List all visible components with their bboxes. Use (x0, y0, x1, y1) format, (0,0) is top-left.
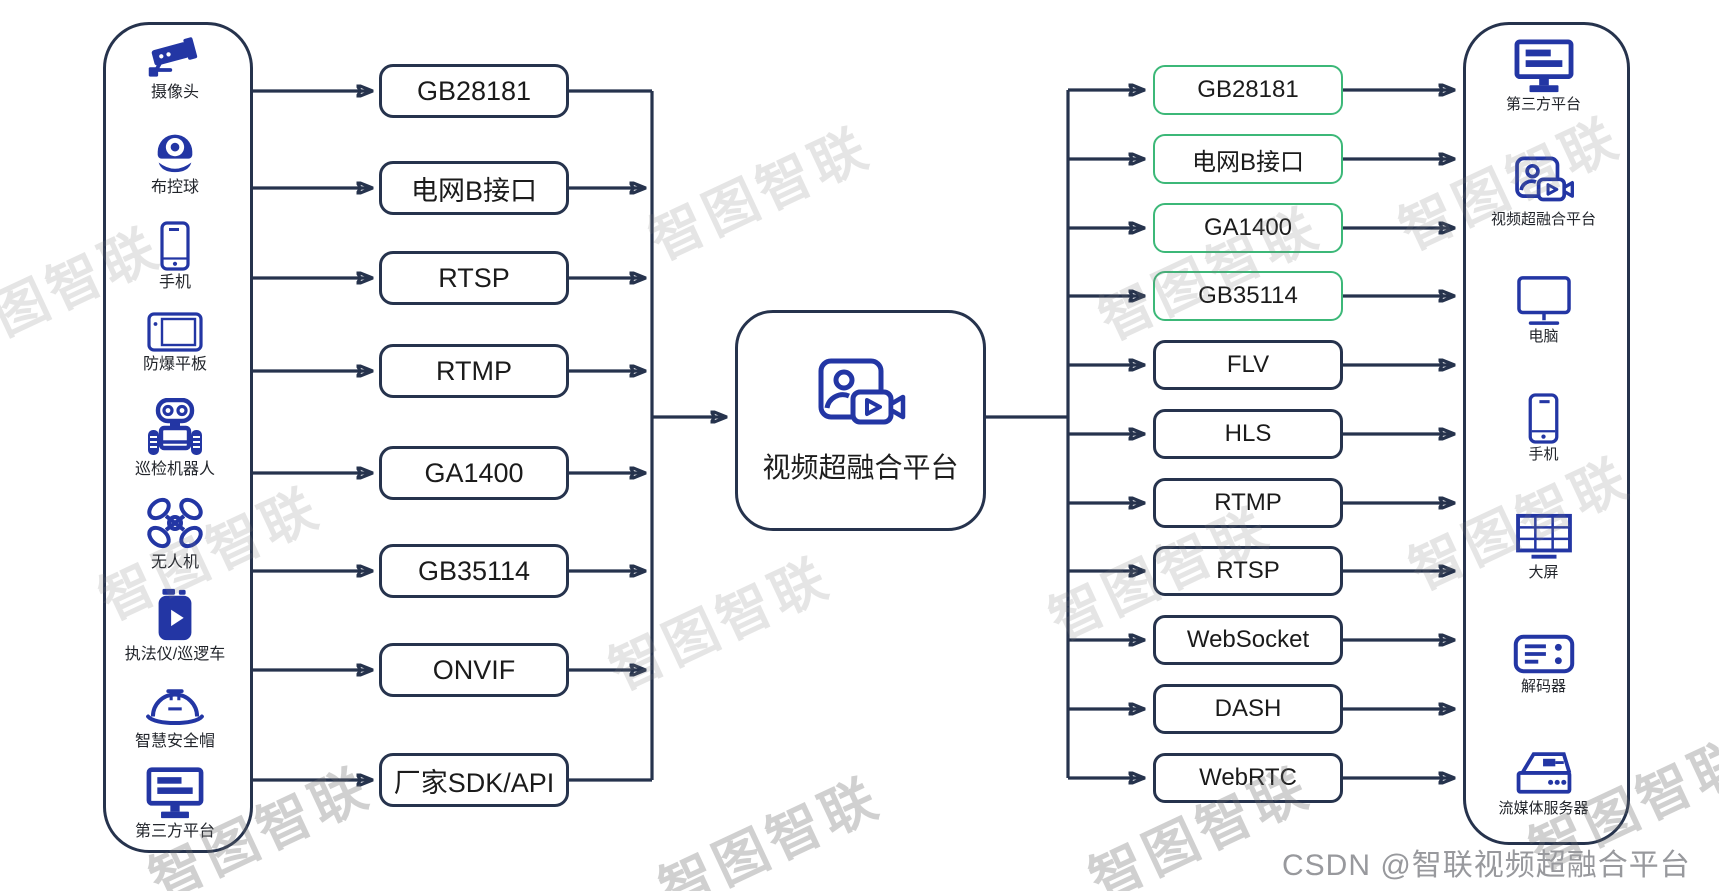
tablet-icon (147, 312, 203, 352)
output-protocol-rtsp: RTSP (1153, 546, 1343, 596)
source-device-helmet: 智慧安全帽 (100, 682, 250, 751)
device-label: 执法仪/巡逻车 (124, 646, 226, 663)
output-protocol-to-destination-arrows (1343, 90, 1454, 778)
source-device-phone: 手机 (100, 221, 250, 292)
ptz-dome-icon (157, 134, 193, 173)
input-protocol-to-bus-lines (569, 89, 652, 782)
device-label: 电脑 (1528, 328, 1559, 345)
bus-to-output-protocol-arrows (1068, 90, 1144, 778)
cctv-camera-icon (148, 37, 198, 77)
source-device-drone: 无人机 (100, 495, 250, 572)
source-device-tablet: 防爆平板 (100, 311, 250, 374)
destination-fusion-platform: 视频超融合平台 (1468, 155, 1619, 229)
device-label: 摄像头 (150, 84, 199, 101)
bodycam-icon (158, 588, 192, 641)
source-device-camera: 摄像头 (100, 29, 250, 102)
source-device-thirdparty-platform: 第三方平台 (100, 766, 250, 841)
media-server-icon (1516, 752, 1571, 794)
input-protocol-sdk-api: 厂家SDK/API (379, 753, 569, 807)
output-protocol-webrtc: WebRTC (1153, 753, 1343, 803)
device-label: 第三方平台 (1505, 96, 1581, 113)
destination-decoder: 解码器 (1468, 632, 1619, 696)
output-protocol-gb28181: GB28181 (1153, 65, 1343, 115)
monitor-platform-icon (146, 767, 204, 819)
video-wall-icon (1515, 513, 1572, 559)
fusion-platform-icon (1514, 156, 1574, 202)
device-label: 手机 (1528, 446, 1559, 463)
input-protocol-onvif: ONVIF (379, 643, 569, 697)
output-protocol-rtmp: RTMP (1153, 478, 1343, 528)
destination-phone: 手机 (1468, 393, 1619, 464)
center-platform-node: 视频超融合平台 (735, 310, 986, 531)
device-label: 第三方平台 (134, 823, 215, 840)
device-label: 解码器 (1520, 678, 1566, 695)
fusion-platform-icon (818, 358, 905, 424)
output-protocol-grid-b: 电网B接口 (1153, 134, 1343, 184)
helmet-icon (146, 689, 204, 726)
phone-icon (1528, 393, 1559, 444)
input-protocol-gb28181: GB28181 (379, 64, 569, 118)
source-device-robot: 巡检机器人 (100, 398, 250, 479)
source-device-bodycam: 执法仪/巡逻车 (100, 587, 250, 664)
device-label: 无人机 (150, 554, 199, 571)
desktop-computer-icon (1516, 276, 1571, 325)
device-label: 防爆平板 (142, 356, 207, 373)
destination-big-screen: 大屏 (1468, 512, 1619, 582)
output-protocol-websocket: WebSocket (1153, 615, 1343, 665)
input-protocol-rtmp: RTMP (379, 344, 569, 398)
input-protocol-rtsp: RTSP (379, 251, 569, 305)
drone-icon (147, 497, 203, 549)
output-protocol-flv: FLV (1153, 340, 1343, 390)
output-protocol-ga1400: GA1400 (1153, 203, 1343, 253)
output-protocol-gb35114: GB35114 (1153, 271, 1343, 321)
robot-icon (148, 398, 202, 455)
decoder-icon (1513, 634, 1574, 674)
device-label: 智慧安全帽 (134, 733, 215, 750)
device-label: 流媒体服务器 (1498, 800, 1589, 817)
source-device-ptz-ball: 布控球 (100, 124, 250, 197)
output-protocol-dash: DASH (1153, 684, 1343, 734)
monitor-platform-icon (1514, 39, 1573, 93)
device-label: 巡检机器人 (134, 461, 215, 478)
device-label: 视频超融合平台 (1490, 211, 1596, 228)
destination-media-server: 流媒体服务器 (1468, 746, 1619, 818)
output-protocol-hls: HLS (1153, 409, 1343, 459)
device-label: 布控球 (150, 179, 199, 196)
device-label: 手机 (158, 274, 191, 291)
phone-icon (160, 221, 190, 271)
input-protocol-grid-b: 电网B接口 (379, 161, 569, 215)
input-protocol-ga1400: GA1400 (379, 446, 569, 500)
input-protocol-gb35114: GB35114 (379, 544, 569, 598)
device-label: 大屏 (1528, 564, 1559, 581)
source-devices-container (103, 22, 253, 853)
source-to-input-protocol-arrows (253, 91, 372, 780)
destination-thirdparty-platform: 第三方平台 (1468, 38, 1619, 114)
center-platform-label: 视频超融合平台 (762, 451, 959, 483)
destination-computer: 电脑 (1468, 274, 1619, 346)
